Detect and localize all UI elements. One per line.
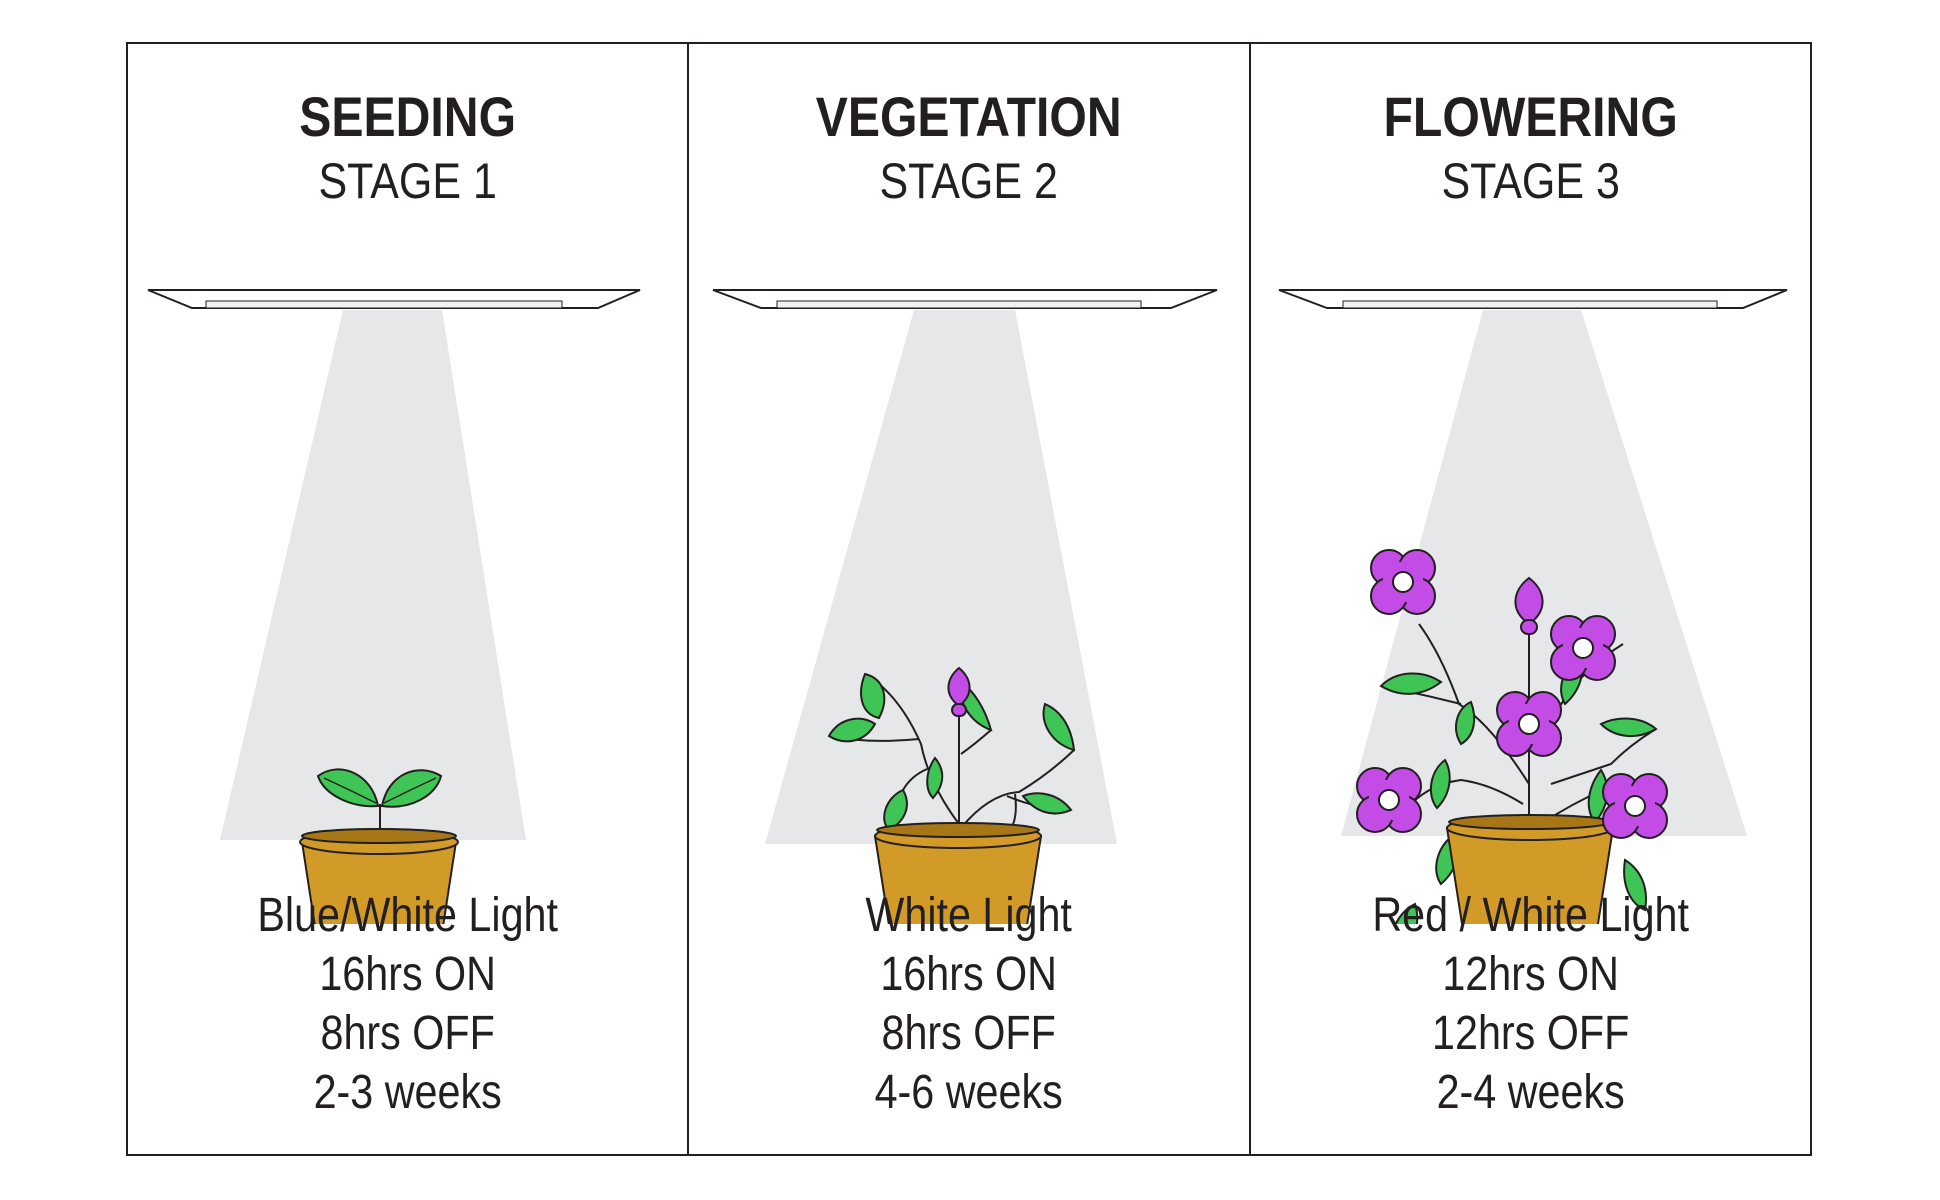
flower-icon [1355, 767, 1422, 833]
stage-number: STAGE 3 [1441, 153, 1620, 209]
duration: 4-6 weeks [874, 1066, 1064, 1119]
grow-light-fixture [1278, 289, 1788, 309]
grow-light-fixture [147, 289, 641, 309]
hours-on: 16hrs ON [880, 948, 1058, 1001]
flowers [1355, 549, 1668, 839]
flower-icon [1495, 691, 1562, 757]
flower-icon [1549, 615, 1616, 681]
flower-pot [299, 828, 459, 924]
stage-number: STAGE 1 [318, 153, 497, 209]
stage-panel-seeding: SEEDING STAGE 1 Blue/White Light [128, 44, 687, 1154]
stage-title: VEGETATION [816, 85, 1122, 148]
hours-off: 8hrs OFF [320, 1007, 495, 1060]
seedling-scene [147, 289, 641, 924]
light-type: Blue/White Light [257, 889, 558, 942]
stage-panel-flowering: FLOWERING STAGE 3 [1248, 44, 1810, 1154]
light-type: White Light [865, 889, 1073, 942]
hours-on: 12hrs ON [1441, 948, 1619, 1001]
flowering-scene [1278, 289, 1788, 924]
stage-info: White Light 16hrs ON 8hrs OFF 4-6 weeks [728, 886, 1209, 1122]
flower-icon [1369, 549, 1436, 615]
flower-pot [874, 822, 1043, 924]
hours-off: 12hrs OFF [1431, 1007, 1629, 1060]
stage-panel-vegetation: VEGETATION STAGE 2 [687, 44, 1248, 1154]
light-beam [1340, 310, 1747, 836]
light-beam [220, 310, 526, 840]
light-type: Red / White Light [1371, 889, 1689, 942]
growth-stages-diagram: SEEDING STAGE 1 Blue/White Light [126, 42, 1812, 1156]
light-beam [765, 310, 1118, 844]
flower-icon [1601, 773, 1668, 839]
duration: 2-3 weeks [313, 1066, 502, 1119]
stage-info: Blue/White Light 16hrs ON 8hrs OFF 2-3 w… [167, 886, 648, 1122]
stage-info: Red / White Light 12hrs ON 12hrs OFF 2-4… [1290, 886, 1771, 1122]
bud-icon [947, 666, 971, 717]
grow-light-fixture [712, 289, 1218, 309]
duration: 2-4 weeks [1436, 1066, 1625, 1119]
vegetation-scene [712, 289, 1218, 924]
stage-title: SEEDING [299, 85, 517, 148]
hours-off: 8hrs OFF [881, 1007, 1057, 1060]
stage-number: STAGE 2 [879, 153, 1059, 209]
leaves [827, 672, 1076, 882]
hours-on: 16hrs ON [319, 948, 496, 1001]
bud-icon [1514, 576, 1544, 635]
stage-title: FLOWERING [1383, 85, 1678, 148]
seedling-icon [316, 768, 443, 840]
